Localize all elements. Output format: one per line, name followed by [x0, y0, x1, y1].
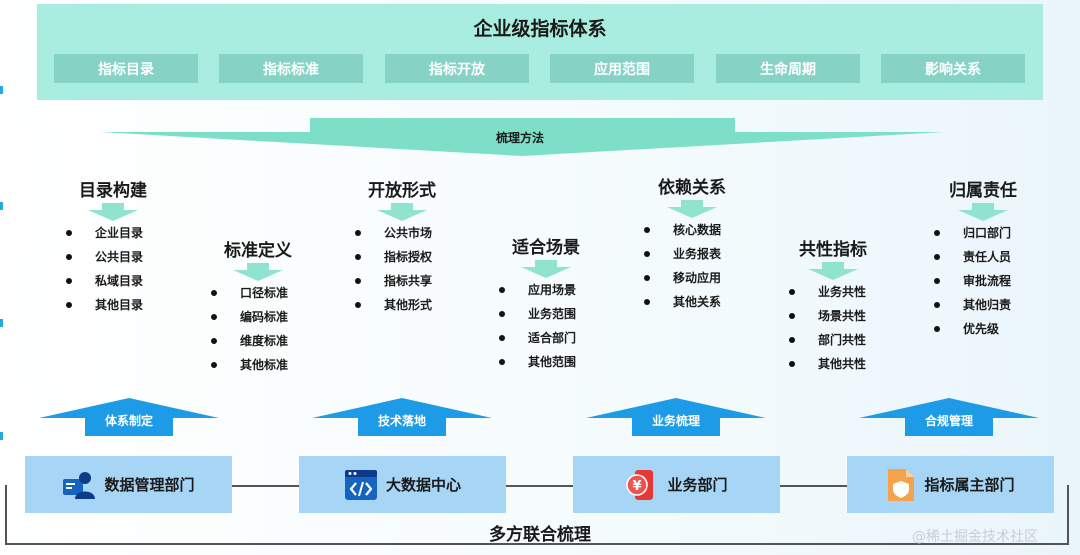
list-item: 移动应用 [644, 266, 721, 290]
list-item: 其他共性 [789, 352, 866, 376]
connector-line [780, 485, 848, 487]
up-arrow-icon [586, 398, 766, 436]
bottom-frame [5, 485, 1069, 545]
up-arrow-label-business-review: 业务梳理 [651, 414, 700, 428]
up-arrow-icon [859, 398, 1039, 436]
top-panel [37, 4, 1043, 100]
list-item: 其他关系 [644, 290, 721, 314]
up-arrow-icon [312, 398, 492, 436]
list-item: 其他形式 [355, 293, 432, 317]
list-item: 其他归责 [934, 293, 1011, 317]
dept-data-management: 数据管理部门 [25, 456, 232, 513]
list-item: 企业目录 [66, 221, 143, 245]
down-arrow-icon [233, 263, 283, 281]
column-list-dependency: 核心数据业务报表移动应用其他关系 [644, 218, 721, 314]
list-item: 部门共性 [789, 328, 866, 352]
connector-line [232, 485, 300, 487]
list-item: 指标授权 [355, 245, 432, 269]
list-item: 归口部门 [934, 221, 1011, 245]
list-item: 其他范围 [499, 350, 576, 374]
up-arrow-label-tech-landing: 技术落地 [377, 414, 426, 428]
column-list-open-form: 公共市场指标授权指标共享其他形式 [355, 221, 432, 317]
list-item: 优先级 [934, 317, 1011, 341]
list-item: 责任人员 [934, 245, 1011, 269]
dept-big-data-center: 大数据中心 [299, 456, 506, 513]
dept-label: 业务部门 [667, 476, 728, 494]
list-item: 场景共性 [789, 304, 866, 328]
code-window-icon [344, 469, 377, 500]
edge-marker [0, 86, 3, 94]
list-item: 业务范围 [499, 302, 576, 326]
list-item: 公共市场 [355, 221, 432, 245]
column-title-common-metric: 共性指标 [799, 240, 867, 260]
down-arrow-icon [958, 203, 1008, 221]
down-arrow-icon [808, 262, 858, 280]
yen-phone-icon: ¥ [626, 469, 654, 500]
shield-document-icon [888, 468, 915, 501]
down-arrow-icon [521, 260, 571, 278]
up-arrow-label-compliance-management: 合规管理 [924, 414, 973, 428]
column-title-suitable-scenario: 适合场景 [512, 238, 580, 258]
list-item: 私域目录 [66, 269, 143, 293]
column-list-common-metric: 业务共性场景共性部门共性其他共性 [789, 280, 866, 376]
edge-marker [0, 432, 3, 440]
list-item: 口径标准 [211, 281, 288, 305]
dept-label: 数据管理部门 [104, 476, 195, 494]
top-item-catalog: 指标目录 [54, 54, 198, 83]
list-item: 审批流程 [934, 269, 1011, 293]
column-title-dependency: 依赖关系 [658, 178, 726, 198]
svg-text:¥: ¥ [633, 479, 642, 494]
top-item-scope: 应用范围 [550, 54, 694, 83]
top-item-open: 指标开放 [385, 54, 529, 83]
method-arrow-band [100, 118, 945, 156]
list-item: 适合部门 [499, 326, 576, 350]
column-list-suitable-scenario: 应用场景业务范围适合部门其他范围 [499, 278, 576, 374]
dept-metric-owner: 指标属主部门 [847, 456, 1054, 513]
person-card-icon [63, 471, 96, 499]
list-item: 业务报表 [644, 242, 721, 266]
edge-marker [0, 202, 3, 210]
top-item-lifecycle: 生命周期 [716, 54, 860, 83]
top-item-standard: 指标标准 [219, 54, 363, 83]
bottom-title: 多方联合梳理 [489, 525, 591, 545]
edge-marker [0, 319, 3, 327]
list-item: 编码标准 [211, 305, 288, 329]
up-arrow-label-system-formulation: 体系制定 [104, 414, 153, 428]
column-list-ownership: 归口部门责任人员审批流程其他归责优先级 [934, 221, 1011, 341]
column-title-catalog-build: 目录构建 [79, 181, 147, 201]
top-item-impact: 影响关系 [881, 54, 1025, 83]
dept-business: ¥ 业务部门 [573, 456, 780, 513]
system-title: 企业级指标体系 [473, 18, 607, 40]
list-item: 应用场景 [499, 278, 576, 302]
list-item: 公共目录 [66, 245, 143, 269]
watermark: @稀土掘金技术社区 [912, 529, 1038, 545]
down-arrow-icon [377, 203, 427, 221]
list-item: 其他标准 [211, 353, 288, 377]
up-arrow-icon [39, 398, 219, 436]
list-item: 指标共享 [355, 269, 432, 293]
column-title-open-form: 开放形式 [368, 181, 436, 201]
connector-line [506, 485, 574, 487]
list-item: 核心数据 [644, 218, 721, 242]
method-label: 梳理方法 [495, 131, 544, 145]
down-arrow-icon [667, 200, 717, 218]
column-title-standard-definition: 标准定义 [224, 241, 292, 261]
column-list-standard-definition: 口径标准编码标准维度标准其他标准 [211, 281, 288, 377]
down-arrow-icon [88, 203, 138, 221]
column-list-catalog-build: 企业目录公共目录私域目录其他目录 [66, 221, 143, 317]
column-title-ownership: 归属责任 [949, 181, 1017, 201]
list-item: 其他目录 [66, 293, 143, 317]
dept-label: 指标属主部门 [924, 476, 1015, 494]
list-item: 维度标准 [211, 329, 288, 353]
dept-label: 大数据中心 [385, 476, 461, 494]
list-item: 业务共性 [789, 280, 866, 304]
